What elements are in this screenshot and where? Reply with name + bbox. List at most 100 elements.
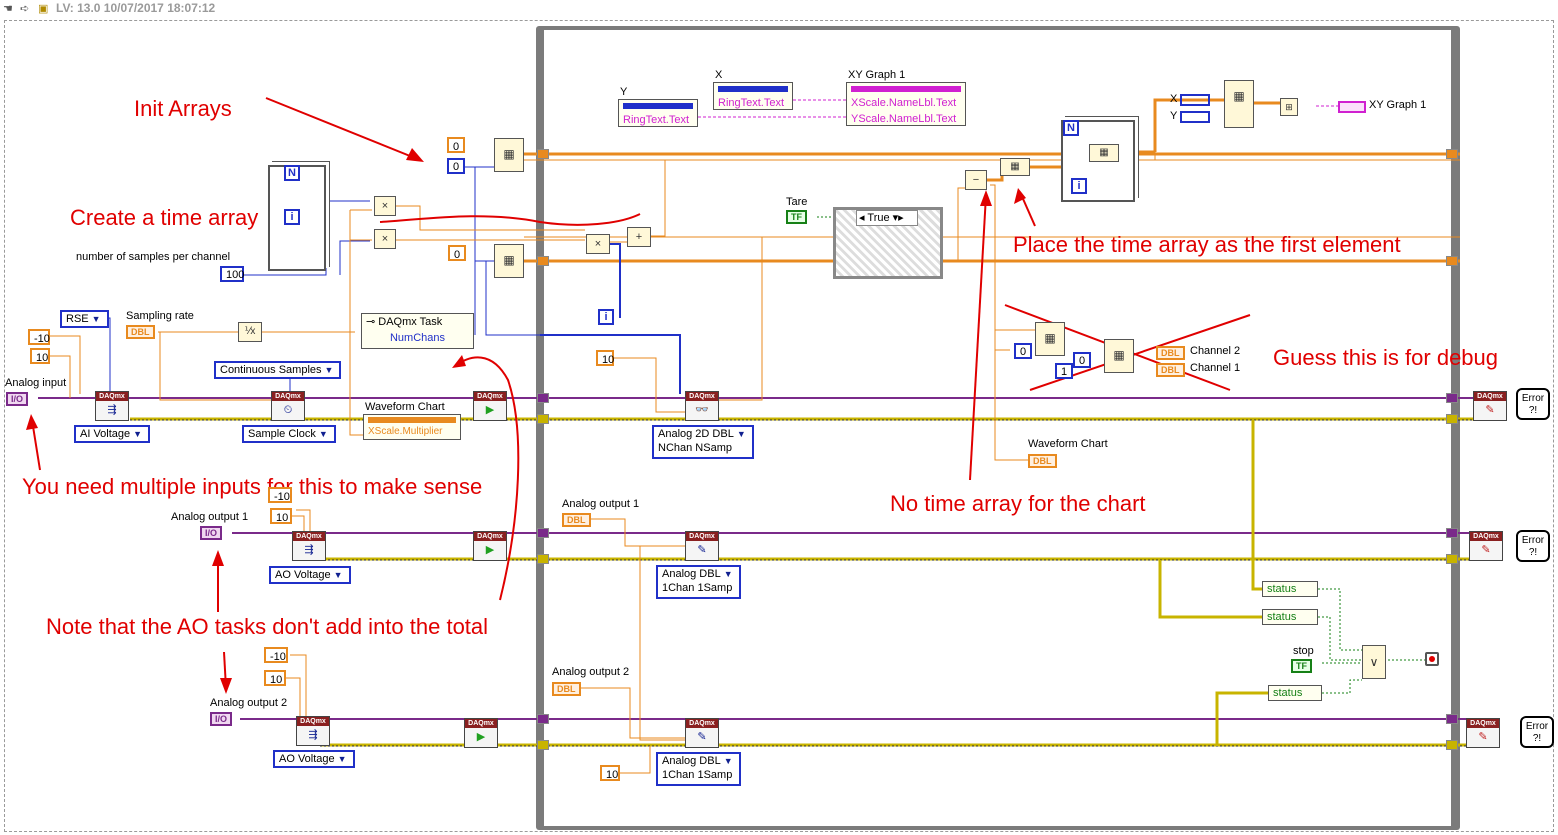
unbundle-status-2[interactable]: status: [1262, 609, 1318, 625]
add-node[interactable]: +: [627, 227, 651, 247]
error-handler-ao2[interactable]: Error ?!: [1520, 716, 1554, 748]
index-array-debug[interactable]: ▦: [1035, 322, 1065, 356]
error-handler-ai[interactable]: Error ?!: [1516, 388, 1550, 420]
multiply-node-3[interactable]: ×: [586, 234, 610, 254]
constant-zero-debug-2[interactable]: 0: [1073, 352, 1092, 368]
for-loop-transpose[interactable]: N i ▦: [1061, 120, 1135, 202]
daqmx-start-ai[interactable]: DAQmx▶: [473, 391, 507, 421]
n-terminal-2[interactable]: N: [1063, 120, 1079, 136]
compound-or-node[interactable]: ∨: [1362, 645, 1386, 679]
daqmx-create-channel-ai[interactable]: DAQmx⇶: [95, 391, 129, 421]
waveform-chart-property-node[interactable]: XScale.Multiplier: [363, 414, 461, 440]
error-handler-ao1[interactable]: Error ?!: [1516, 530, 1550, 562]
constant-10-ao2-bottom[interactable]: 10: [600, 765, 620, 781]
constant-zero-debug[interactable]: 0: [1014, 343, 1033, 359]
daqmx-clear-ao1[interactable]: DAQmx✎: [1469, 531, 1503, 561]
tunnel-shift-register-2-out[interactable]: [1446, 256, 1458, 266]
tunnel-task-ao1[interactable]: [537, 528, 549, 538]
tunnel-task-ao2-out[interactable]: [1446, 714, 1458, 724]
constant-10-ao1[interactable]: 10: [270, 508, 292, 524]
vi-icon[interactable]: ▣: [38, 3, 49, 15]
daqmx-read-node[interactable]: DAQmx👓: [685, 391, 719, 421]
y-ring-property-node[interactable]: RingText.Text: [618, 99, 698, 127]
unbundle-status-1[interactable]: status: [1262, 581, 1318, 597]
constant-zero-a[interactable]: 0: [447, 137, 466, 153]
constant-100[interactable]: 100: [220, 266, 244, 282]
x-ring-property-node[interactable]: RingText.Text: [713, 82, 793, 110]
ai-voltage-ring[interactable]: AI Voltage▼: [74, 425, 151, 443]
subtract-node[interactable]: −: [965, 170, 987, 190]
tunnel-task-ai[interactable]: [537, 393, 549, 403]
sampling-rate-control[interactable]: DBL: [126, 325, 155, 339]
bundle-node[interactable]: ⊞: [1280, 98, 1298, 116]
tunnel-error-ai-out[interactable]: [1446, 414, 1458, 424]
sample-mode-ring[interactable]: Continuous Samples▼: [214, 361, 342, 379]
constant-one-debug[interactable]: 1: [1055, 363, 1074, 379]
daqmx-timing-node[interactable]: DAQmx⏲: [271, 391, 305, 421]
hand-icon[interactable]: ☚: [3, 3, 13, 15]
terminal-config-ring[interactable]: RSE▼: [60, 310, 109, 328]
index-array-node[interactable]: ▦: [1089, 144, 1119, 162]
daqmx-task-property-node[interactable]: ⊸ DAQmx Task NumChans: [361, 313, 474, 349]
read-type-ring[interactable]: Analog 2D DBL▼ NChan NSamp: [652, 425, 754, 459]
tunnel-task-ao1-out[interactable]: [1446, 528, 1458, 538]
tunnel-error-ao2-out[interactable]: [1446, 740, 1458, 750]
case-selector[interactable]: ◂ True ▾▸: [856, 210, 918, 226]
daqmx-write-ao1[interactable]: DAQmx✎: [685, 531, 719, 561]
tunnel-error-ai[interactable]: [537, 414, 549, 424]
tare-control[interactable]: TF: [786, 210, 807, 224]
constant-10[interactable]: 10: [30, 348, 50, 364]
constant-zero-c[interactable]: 0: [448, 245, 467, 261]
tunnel-error-ao2[interactable]: [537, 740, 549, 750]
daqmx-create-channel-ao2[interactable]: DAQmx⇶: [296, 716, 330, 746]
unbundle-status-3[interactable]: status: [1268, 685, 1322, 701]
xy-graph-terminal[interactable]: [1338, 101, 1366, 113]
initialize-array-node-1[interactable]: ▦: [494, 138, 524, 172]
daqmx-write-ao2[interactable]: DAQmx✎: [685, 718, 719, 748]
tunnel-shift-register-1-out[interactable]: [1446, 149, 1458, 159]
sample-clock-ring[interactable]: Sample Clock▼: [242, 425, 336, 443]
constant-neg10[interactable]: -10: [28, 329, 50, 345]
tunnel-task-ao2[interactable]: [537, 714, 549, 724]
ao-voltage-2-ring[interactable]: AO Voltage▼: [273, 750, 355, 768]
initialize-array-node-2[interactable]: ▦: [494, 244, 524, 278]
index-array-debug-2[interactable]: ▦: [1104, 339, 1134, 373]
analog-output-2-terminal[interactable]: I/O: [210, 712, 233, 726]
for-loop-time-array[interactable]: N i: [268, 165, 326, 271]
xy-graph-property-node[interactable]: XScale.NameLbl.Text YScale.NameLbl.Text: [846, 82, 966, 126]
x-array-constant[interactable]: [1180, 94, 1210, 106]
analog-output-1-control[interactable]: DBL: [562, 513, 591, 527]
write-type-ring-ao2[interactable]: Analog DBL▼ 1Chan 1Samp: [656, 752, 741, 786]
constant-10-ao2[interactable]: 10: [264, 670, 286, 686]
analog-output-2-control[interactable]: DBL: [552, 682, 581, 696]
reciprocal-node[interactable]: ⅟x: [238, 322, 262, 342]
constant-10-read[interactable]: 10: [596, 350, 614, 366]
arrow-icon[interactable]: ➪: [20, 3, 30, 15]
y-array-constant[interactable]: [1180, 111, 1210, 123]
multiply-node-2[interactable]: ×: [374, 229, 396, 249]
analog-output-1-terminal[interactable]: I/O: [200, 526, 223, 540]
analog-input-terminal[interactable]: I/O: [6, 392, 29, 406]
tunnel-task-ai-out[interactable]: [1446, 393, 1458, 403]
write-type-ring-ao1[interactable]: Analog DBL▼ 1Chan 1Samp: [656, 565, 741, 599]
daqmx-clear-ao2[interactable]: DAQmx✎: [1466, 718, 1500, 748]
index-array-xy[interactable]: ▦: [1224, 80, 1254, 128]
daqmx-start-ao2[interactable]: DAQmx▶: [464, 718, 498, 748]
daqmx-create-channel-ao1[interactable]: DAQmx⇶: [292, 531, 326, 561]
tunnel-error-ao1[interactable]: [537, 554, 549, 564]
stop-control[interactable]: TF: [1291, 659, 1312, 673]
daqmx-clear-ai[interactable]: DAQmx✎: [1473, 391, 1507, 421]
tunnel-shift-register-2[interactable]: [537, 256, 549, 266]
build-array-node[interactable]: ▦: [1000, 158, 1030, 176]
constant-neg10-ao1[interactable]: -10: [268, 487, 292, 503]
constant-neg10-ao2[interactable]: -10: [264, 647, 288, 663]
daqmx-start-ao1[interactable]: DAQmx▶: [473, 531, 507, 561]
n-terminal[interactable]: N: [284, 165, 300, 181]
tunnel-error-ao1-out[interactable]: [1446, 554, 1458, 564]
ao-voltage-1-ring[interactable]: AO Voltage▼: [269, 566, 351, 584]
case-structure[interactable]: ◂ True ▾▸: [833, 207, 943, 279]
tunnel-shift-register-1[interactable]: [537, 149, 549, 159]
constant-zero-b[interactable]: 0: [447, 158, 466, 174]
multiply-node-1[interactable]: ×: [374, 196, 396, 216]
loop-condition-terminal[interactable]: [1425, 652, 1439, 666]
